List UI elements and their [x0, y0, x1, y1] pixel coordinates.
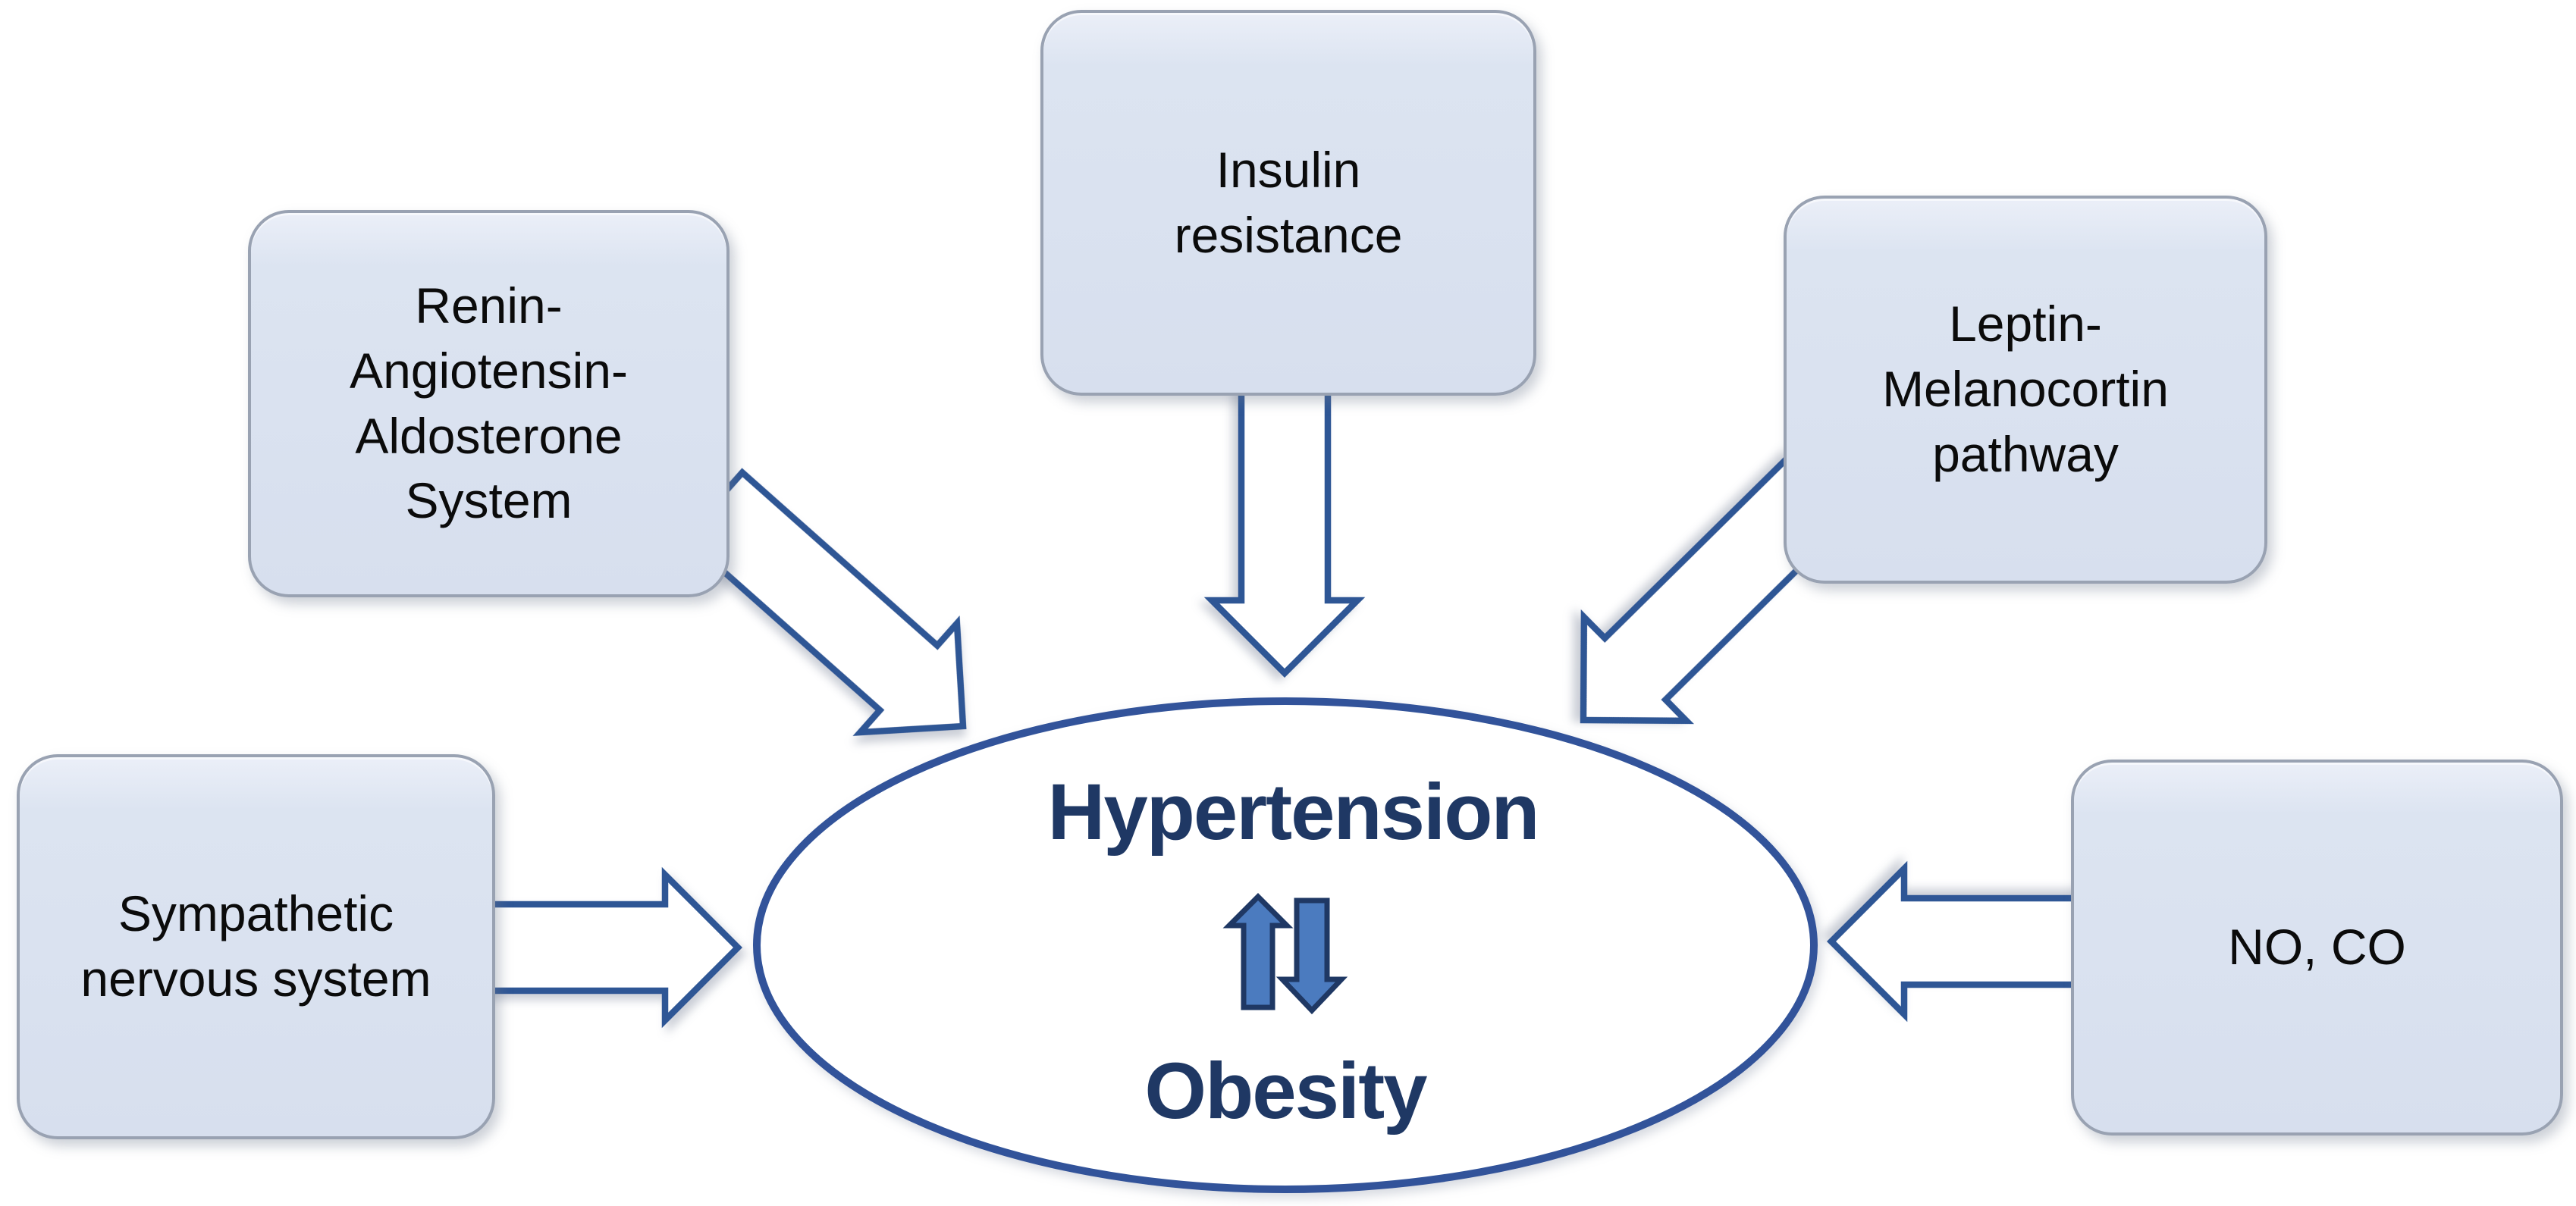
box-sympathetic-nervous-system: Sympathetic nervous system	[17, 754, 495, 1139]
box-leptin-melanocortin-pathway: Leptin- Melanocortin pathway	[1784, 196, 2267, 584]
arrow-sns-to-ellipse-icon	[482, 866, 743, 1029]
box-label-raas: Renin- Angiotensin- Aldosterone System	[350, 277, 628, 529]
box-label-leptin: Leptin- Melanocortin pathway	[1882, 296, 2169, 482]
box-insulin-resistance: Insulin resistance	[1040, 10, 1536, 396]
hypertension-obesity-ellipse	[753, 697, 1818, 1193]
arrow-noco-to-ellipse-icon	[1826, 860, 2085, 1023]
up-arrow-icon	[1222, 893, 1294, 1010]
arrow-insulin-to-ellipse-icon	[1203, 383, 1366, 678]
box-label-sns: Sympathetic nervous system	[80, 885, 431, 1007]
box-label-noco: NO, CO	[2228, 919, 2406, 976]
obesity-label: Obesity	[1144, 1047, 1427, 1136]
box-no-co: NO, CO	[2071, 760, 2563, 1136]
down-arrow-icon	[1275, 897, 1348, 1015]
hypertension-label: Hypertension	[1047, 768, 1540, 857]
box-label-insulin: Insulin resistance	[1174, 141, 1403, 263]
box-renin-angiotensin-aldosterone-system: Renin- Angiotensin- Aldosterone System	[248, 210, 730, 597]
